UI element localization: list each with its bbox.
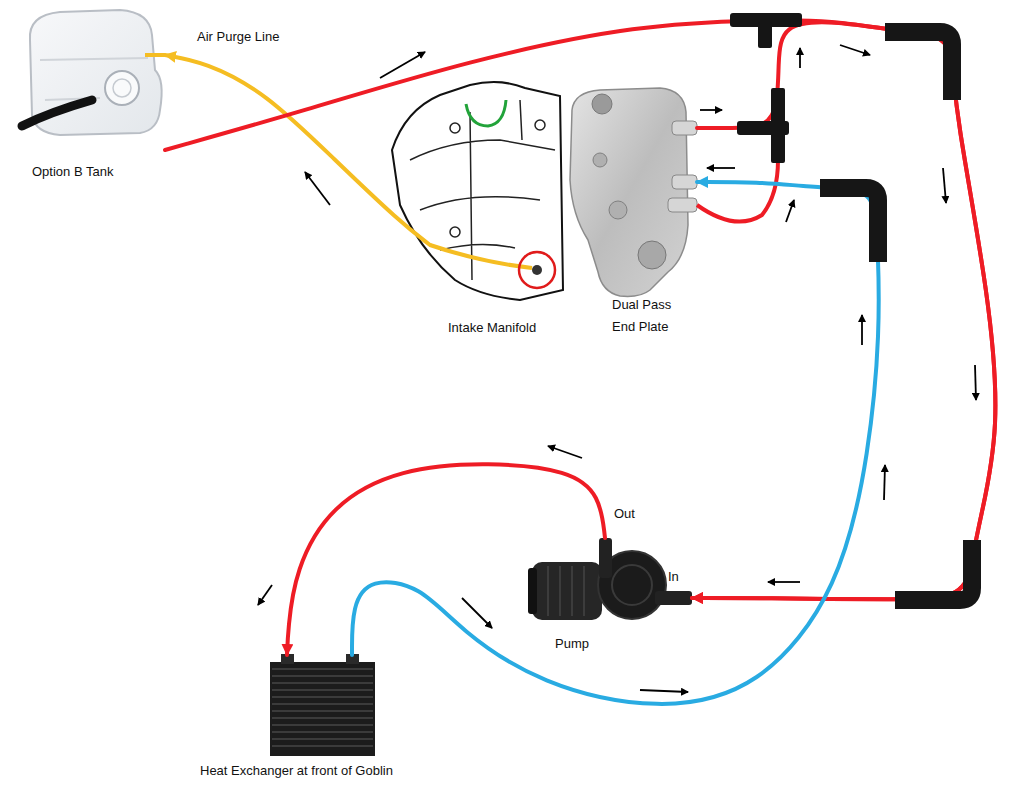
port-label: Out [614,506,635,522]
pump-head-ring [612,565,652,605]
purge-stub [145,53,165,57]
end-plate-hole [638,241,666,269]
highlight-circle [519,252,555,288]
tank-cap-inner [113,79,131,97]
heat-exchanger-fins [272,669,373,746]
pump-illustration [528,538,692,620]
hose [287,464,605,655]
manifold-bolt [450,123,460,133]
component-caption: Intake Manifold [448,320,536,336]
tank-illustration [22,10,165,135]
heat-exchanger-illustration [270,654,375,756]
pump-motor [532,562,602,620]
elbow-fitting [820,188,878,262]
hose [692,22,995,599]
flow-arrow [975,365,976,400]
manifold-outline [392,82,563,300]
end-plate-port [668,198,697,212]
manifold-bolt [450,227,460,237]
tee-body [758,22,772,48]
pump-out-port [599,538,612,578]
end-plate-port [672,121,697,135]
pump-in-port [655,591,692,605]
tee-fitting [730,13,802,48]
component-label: Heat Exchanger at front of Goblin [200,763,393,779]
pump-ribs [548,566,584,616]
component-label: Pump [555,636,589,652]
component-caption: Heat Exchanger at front of Goblin [200,763,393,779]
component-caption: Option B Tank [32,164,113,180]
component: Heat Exchanger at front of Goblin [195,655,410,783]
hose-label: Air Purge Line [197,29,279,45]
purge-fitting [532,265,542,275]
manifold-bolt [535,120,545,130]
flow-arrow [884,465,885,500]
end-plate-illustration [570,88,778,296]
pump-endcap [528,568,537,614]
end-plate-hole [593,153,607,167]
component-caption: Pump [555,636,589,652]
flow-arrow [380,52,425,78]
heat-exchanger-core [270,662,375,756]
component: Option B Tank [15,8,165,184]
flow-arrow [786,200,794,222]
tee-body [771,88,785,163]
flow-arrows [258,45,976,692]
tank-cap [105,71,139,105]
elbow-fitting [895,540,972,600]
tee-fitting [737,88,789,163]
end-plate-port [672,175,697,189]
port-label: In [668,569,679,585]
flow-arrow [707,167,735,169]
flow-arrow [258,585,272,605]
flow-arrow [768,581,800,583]
component: Dual Pass End Plate [570,85,697,340]
elbow-fitting [885,32,952,100]
hose [352,182,879,704]
flow-arrow [462,598,492,628]
component-caption: Dual Pass End Plate [612,294,684,338]
end-plate-body [570,88,688,296]
highlight-arc [466,100,506,126]
hose [165,20,995,599]
flow-arrow [799,48,801,68]
end-plate-hole [592,94,612,114]
end-plate-hole [609,201,627,219]
component: Intake Manifold [430,75,565,340]
manifold-illustration [392,82,563,300]
flow-arrow [861,315,863,345]
flow-arrow [548,446,582,458]
flow-arrow [305,172,330,205]
component-label: Intake Manifold [448,320,536,336]
component: Pump [528,538,692,656]
flow-arrow [700,109,722,111]
flow-arrow [640,690,688,692]
flow-arrow [943,168,946,203]
component-label: Option B Tank [32,164,113,180]
hose-stub [697,160,778,222]
flow-arrow [840,45,870,55]
purge-stub [430,245,532,268]
tank-hose [22,100,92,126]
component-label: Dual Pass End Plate [612,294,684,338]
